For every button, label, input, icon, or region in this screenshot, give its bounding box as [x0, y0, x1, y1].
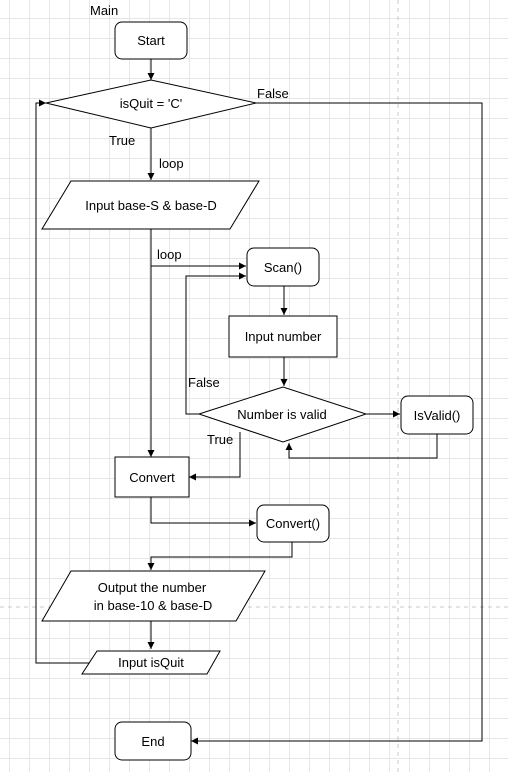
scan-node[interactable]: Scan() — [246, 247, 320, 287]
input-number-label: Input number — [245, 329, 322, 344]
start-label: Start — [137, 33, 165, 48]
edge-input-isquit-loop-back — [35, 99, 97, 664]
isvalid-label: IsValid() — [414, 408, 461, 423]
convert-fn-label: Convert() — [266, 516, 320, 531]
scan-label: Scan() — [264, 260, 302, 275]
input-isquit-node[interactable]: Input isQuit — [81, 650, 221, 675]
edge-valid-false-to-scan — [185, 272, 246, 415]
edge-isquit-false-to-end — [191, 102, 483, 745]
input-bases-node[interactable]: Input base-S & base-D — [41, 180, 260, 230]
edge-label-quit-false: False — [257, 86, 289, 101]
edge-label-valid-false: False — [188, 375, 220, 390]
edge-label-loop-inner: loop — [157, 247, 182, 262]
edge-convert-fn-to-output — [147, 542, 293, 570]
output-label-line1: Output the number — [98, 580, 207, 595]
edge-convert-to-convert-fn — [150, 497, 256, 527]
edge-valid-true-to-convert — [189, 432, 241, 481]
end-node[interactable]: End — [114, 721, 192, 761]
input-number-node[interactable]: Input number — [228, 315, 338, 358]
edge-isvalid-return — [285, 434, 438, 459]
start-node[interactable]: Start — [114, 21, 188, 60]
edge-label-valid-true: True — [207, 432, 233, 447]
convert-label: Convert — [129, 470, 175, 485]
isvalid-node[interactable]: IsValid() — [400, 395, 474, 435]
edge-label-quit-true: True — [109, 133, 135, 148]
output-node[interactable]: Output the number in base-10 & base-D — [41, 570, 266, 622]
convert-node[interactable]: Convert — [114, 456, 190, 498]
convert-fn-node[interactable]: Convert() — [256, 504, 330, 543]
edge-label-loop-outer: loop — [159, 156, 184, 171]
input-bases-label: Input base-S & base-D — [85, 198, 217, 213]
output-label-line2: in base-10 & base-D — [94, 598, 213, 613]
input-isquit-label: Input isQuit — [118, 655, 184, 670]
end-label: End — [141, 734, 164, 749]
isquit-label: isQuit = 'C' — [120, 96, 182, 111]
isquit-decision[interactable]: isQuit = 'C' — [45, 79, 257, 129]
diagram-title: Main — [90, 3, 118, 18]
number-valid-decision[interactable]: Number is valid — [197, 386, 368, 443]
number-valid-label: Number is valid — [237, 407, 327, 422]
